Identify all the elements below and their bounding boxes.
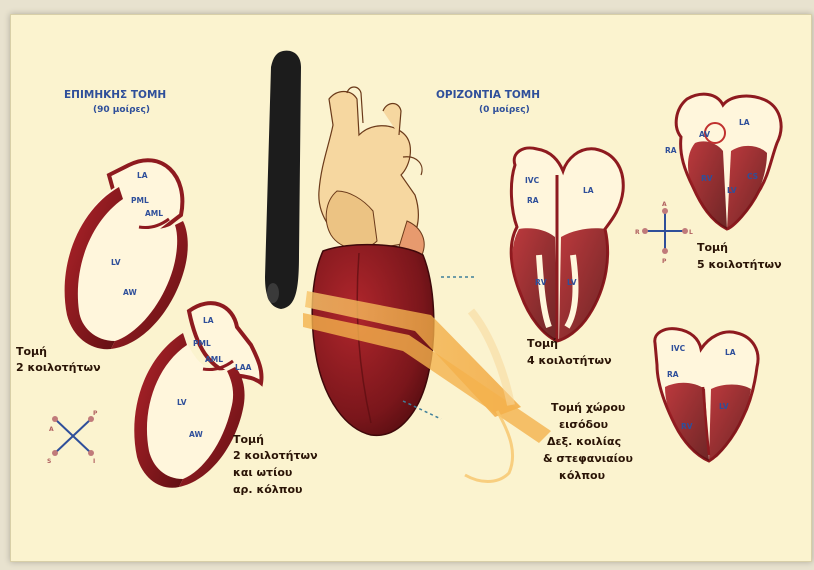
caption-four-chamber: Τομή 4 κοιλοτήτων	[527, 337, 612, 367]
label-aml-2: AML	[205, 355, 223, 364]
svg-text:Τομή: Τομή	[697, 241, 728, 254]
label-pml-2: PML	[193, 339, 211, 348]
label-rv: RV	[535, 278, 547, 287]
caption-two-chamber: Τομή 2 κοιλοτήτων	[16, 345, 101, 374]
inflow-view: IVC LA RA RV LV	[655, 329, 758, 461]
label-la-2: LA	[203, 316, 214, 325]
svg-text:A: A	[49, 426, 54, 433]
caption-inflow: Τομή χώρου εισόδου Δεξ. κοιλίας & στεφαν…	[543, 401, 633, 482]
label-aw-2: AW	[189, 430, 203, 439]
longitudinal-title: ΕΠΙΜΗΚΗΣ ΤΟΜΗ	[64, 89, 166, 101]
label-rv-5: RV	[701, 174, 713, 183]
svg-text:εισόδου: εισόδου	[559, 418, 608, 431]
svg-text:A: A	[662, 201, 667, 208]
svg-text:Τομή χώρου: Τομή χώρου	[551, 401, 625, 414]
echo-views-diagram: ΕΠΙΜΗΚΗΣ ΤΟΜΗ (90 μοίρες) ΟΡΙΖΟΝΤΙΑ ΤΟΜΗ…	[11, 15, 811, 561]
svg-text:και ωτίου: και ωτίου	[233, 466, 292, 479]
svg-text:αρ. κόλπου: αρ. κόλπου	[233, 483, 302, 496]
two-chamber-view: LA PML AML LV AW	[65, 160, 188, 349]
label-la: LA	[137, 171, 148, 180]
orientation-marker-right: A P R L	[635, 201, 693, 265]
svg-text:I: I	[93, 458, 95, 465]
orientation-marker-left: A P S I	[47, 410, 98, 465]
label-la-5: LA	[739, 118, 750, 127]
horizontal-subtitle: (0 μοίρες)	[479, 104, 530, 115]
label-laa: LAA	[235, 363, 252, 372]
svg-text:5 κοιλοτήτων: 5 κοιλοτήτων	[697, 258, 782, 271]
svg-text:& στεφανιαίου: & στεφανιαίου	[543, 452, 633, 465]
svg-text:Δεξ. κοιλίας: Δεξ. κοιλίας	[547, 435, 621, 448]
tee-probe	[265, 51, 301, 309]
label-ra-5: RA	[665, 146, 677, 155]
svg-text:P: P	[93, 410, 98, 417]
label-lv-4: LV	[567, 278, 577, 287]
label-ivc: IVC	[525, 176, 540, 185]
central-heart	[312, 87, 434, 435]
label-lv-5: LV	[727, 186, 737, 195]
diagram-panel: ΕΠΙΜΗΚΗΣ ΤΟΜΗ (90 μοίρες) ΟΡΙΖΟΝΤΙΑ ΤΟΜΗ…	[10, 14, 812, 562]
label-rv-6: RV	[681, 422, 693, 431]
label-lv: LV	[111, 258, 121, 267]
label-cs: CS	[747, 172, 758, 181]
svg-text:4 κοιλοτήτων: 4 κοιλοτήτων	[527, 354, 612, 367]
longitudinal-subtitle: (90 μοίρες)	[93, 104, 150, 115]
caption-two-chamber-appendage: Τομή 2 κοιλοτήτων και ωτίου αρ. κόλπου	[233, 433, 318, 496]
label-av: AV	[699, 130, 710, 139]
svg-text:L: L	[689, 229, 693, 236]
label-pml: PML	[131, 196, 149, 205]
label-lv-6: LV	[719, 402, 729, 411]
label-ra: RA	[527, 196, 539, 205]
label-aw: AW	[123, 288, 137, 297]
four-chamber-view: IVC RA LA RV LV	[511, 148, 623, 341]
svg-text:κόλπου: κόλπου	[559, 469, 605, 482]
label-ra-6: RA	[667, 370, 679, 379]
svg-text:Τομή: Τομή	[16, 345, 47, 358]
svg-text:Τομή: Τομή	[527, 337, 558, 350]
svg-text:P: P	[662, 258, 667, 265]
label-la-4: LA	[583, 186, 594, 195]
label-ivc-2: IVC	[671, 344, 686, 353]
svg-text:R: R	[635, 229, 640, 236]
label-aml: AML	[145, 209, 163, 218]
label-la-6: LA	[725, 348, 736, 357]
caption-five-chamber: Τομή 5 κοιλοτήτων	[697, 241, 782, 271]
label-lv-2: LV	[177, 398, 187, 407]
svg-text:Τομή: Τομή	[233, 433, 264, 446]
svg-text:2 κοιλοτήτων: 2 κοιλοτήτων	[16, 361, 101, 374]
horizontal-title: ΟΡΙΖΟΝΤΙΑ ΤΟΜΗ	[436, 89, 540, 101]
five-chamber-view: AV LA RA RV LV CS	[665, 94, 781, 229]
svg-text:2 κοιλοτήτων: 2 κοιλοτήτων	[233, 449, 318, 462]
probe-shaft	[265, 51, 301, 309]
svg-text:S: S	[47, 458, 51, 465]
